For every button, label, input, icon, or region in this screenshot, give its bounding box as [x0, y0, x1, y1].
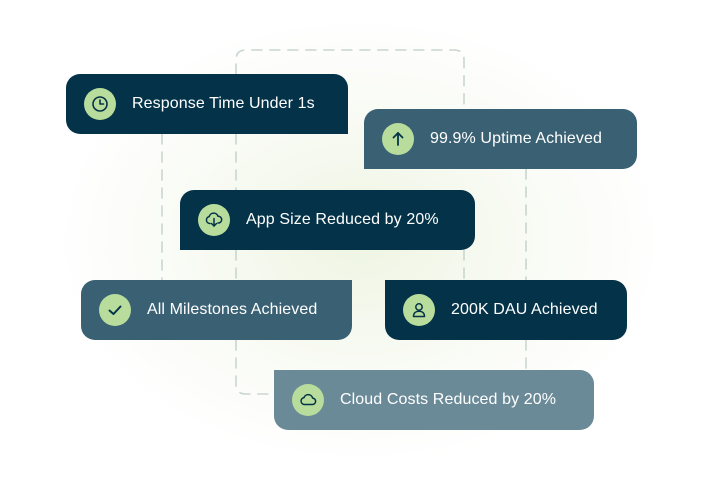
milestone-label: Cloud Costs Reduced by 20%: [340, 391, 557, 408]
milestone-label: Response Time Under 1s: [132, 95, 315, 112]
milestone-cloud-costs: Cloud Costs Reduced by 20%: [274, 370, 594, 430]
cloud-download-icon: [198, 204, 230, 236]
milestone-response-time: Response Time Under 1s: [66, 74, 348, 134]
arrow-up-icon: [382, 123, 414, 155]
milestone-label: 200K DAU Achieved: [451, 301, 598, 318]
milestone-label: All Milestones Achieved: [147, 301, 318, 318]
user-icon: [403, 294, 435, 326]
milestone-uptime: 99.9% Uptime Achieved: [364, 109, 637, 169]
milestone-dau: 200K DAU Achieved: [385, 280, 627, 340]
clock-icon: [84, 88, 116, 120]
milestone-all-achieved: All Milestones Achieved: [81, 280, 352, 340]
milestone-app-size: App Size Reduced by 20%: [180, 190, 475, 250]
milestone-label: App Size Reduced by 20%: [246, 211, 439, 228]
cloud-icon: [292, 384, 324, 416]
milestone-label: 99.9% Uptime Achieved: [430, 130, 602, 147]
checkmark-icon: [99, 294, 131, 326]
